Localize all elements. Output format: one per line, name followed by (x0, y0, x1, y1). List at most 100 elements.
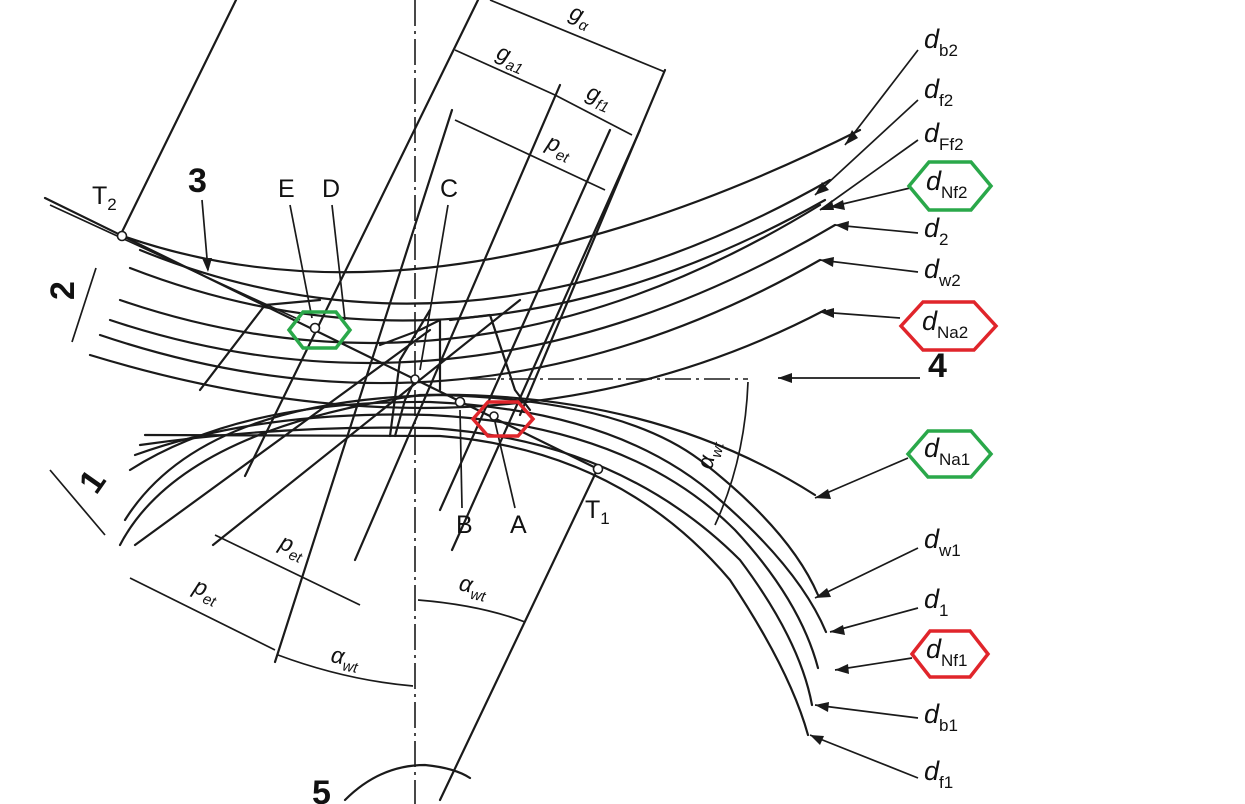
gear2-reference-circle (108, 223, 837, 365)
highlight-point-a-hexagon (470, 400, 536, 438)
dim-alpha-wt-right (714, 381, 749, 526)
point-labels: T2 T1 E D C B A (92, 175, 610, 539)
arrow-dnf1 (835, 664, 849, 674)
arrow-dnf2 (830, 200, 845, 210)
label-g-a1: ga1 (491, 39, 530, 79)
leader-c (419, 204, 449, 371)
gear1-pitch-circle (123, 393, 820, 597)
point-t1 (592, 463, 604, 475)
arrow-d2 (835, 221, 849, 231)
leader-b (459, 409, 463, 509)
dim-p-et-top (454, 119, 606, 191)
label-db2: db2 (924, 24, 958, 60)
tooth-profiles (198, 298, 532, 438)
label-number-4: 4 (928, 347, 947, 385)
label-e: E (278, 175, 295, 203)
t2-normal-line (118, 0, 238, 238)
arrow-dff2 (820, 200, 834, 210)
label-dna2: dNa2 (922, 306, 968, 342)
pet-line-2 (211, 298, 522, 547)
dim-2 (71, 267, 97, 343)
label-dnf1: dNf1 (926, 634, 968, 670)
highlights (286, 160, 999, 679)
label-dw1: dw1 (924, 524, 961, 560)
label-dnf2: dNf2 (926, 166, 968, 202)
contact-tooth-flank (378, 318, 442, 392)
point-b (454, 396, 466, 408)
ga-right-line-2 (518, 68, 667, 417)
leader-dw1 (814, 547, 919, 599)
highlight-point-e-hexagon (286, 310, 353, 350)
label-p-et-middle: pet (273, 528, 310, 567)
gear2-tooth-right (448, 313, 532, 412)
gear1-root-circle (143, 433, 810, 737)
pet-line-1 (273, 108, 454, 664)
contact-points (116, 230, 604, 475)
label-number-1: 1 (72, 463, 114, 500)
gear2-base-circle (118, 128, 862, 274)
ga-left-line (243, 0, 480, 478)
highlight-dna2-hexagon (898, 300, 999, 352)
leader-e (289, 204, 313, 319)
label-df2: df2 (924, 74, 953, 110)
label-p-et-bottom: pet (187, 572, 224, 611)
arrow-db2 (845, 130, 858, 145)
arrow-d1 (830, 625, 845, 635)
point-c (410, 374, 420, 384)
label-df1: df1 (924, 756, 953, 792)
label-dna1: dNa1 (924, 433, 970, 469)
label-b: B (456, 511, 473, 539)
arrow-db1 (815, 702, 829, 712)
label-p-et-top: pet (540, 128, 577, 167)
label-t1: T1 (585, 496, 610, 528)
arrow-df2 (815, 182, 829, 195)
leader-dna1 (814, 457, 909, 499)
ga-right-line-1 (450, 128, 642, 552)
gear1-reference-circle (128, 400, 828, 634)
leader-df2 (814, 99, 919, 196)
label-db1: db1 (924, 699, 958, 735)
dim-alpha-wt-bottom (277, 654, 414, 687)
dim-p-et-bottom (129, 577, 276, 651)
point-e (309, 322, 321, 334)
dim-alpha-wt-middle (417, 599, 526, 623)
label-d: D (322, 175, 340, 203)
label-d1: d1 (924, 584, 949, 620)
diameter-leaders (778, 49, 920, 779)
label-g-alpha: gα (564, 0, 596, 35)
label-number-5: 5 (312, 774, 331, 804)
arrow-dw2 (820, 257, 834, 267)
label-d2: d2 (924, 213, 949, 249)
label-dff2: dFf2 (924, 118, 964, 154)
gear1-tooth-left (388, 308, 432, 438)
perpendicular-lines (118, 0, 667, 802)
dim-1 (49, 469, 106, 536)
highlight-dna1-hexagon (905, 429, 994, 479)
arrow-dna1 (815, 489, 831, 499)
gf1-left-line (353, 83, 562, 562)
label-t2: T2 (92, 182, 117, 214)
arrow-dna2 (820, 308, 834, 318)
label-alpha-wt-middle: αwt (456, 569, 491, 605)
leader-d (331, 204, 346, 321)
label-number-3: 3 (188, 162, 207, 200)
dimension-lines (49, 0, 749, 687)
arrow-4 (778, 373, 792, 383)
highlight-dnf1-hexagon (909, 629, 991, 679)
leader-d1 (829, 607, 919, 633)
line-of-action-extension (49, 204, 301, 321)
dim-g-f1 (554, 94, 633, 136)
dim-g-alpha (489, 0, 666, 73)
gear2-root-circle (138, 178, 832, 305)
diameter-labels: db2 df2 dFf2 dNf2 d2 dw2 dNa2 dNa1 dw1 d… (922, 24, 970, 792)
label-number-2: 2 (44, 281, 82, 300)
arrow-df1 (810, 735, 824, 745)
point-t2 (116, 230, 128, 242)
leader-dw2 (819, 259, 919, 273)
gf1-right-line (438, 128, 612, 512)
dim-g-a1 (454, 49, 556, 96)
leader-d2 (834, 224, 919, 234)
gear5-arc (343, 763, 472, 802)
